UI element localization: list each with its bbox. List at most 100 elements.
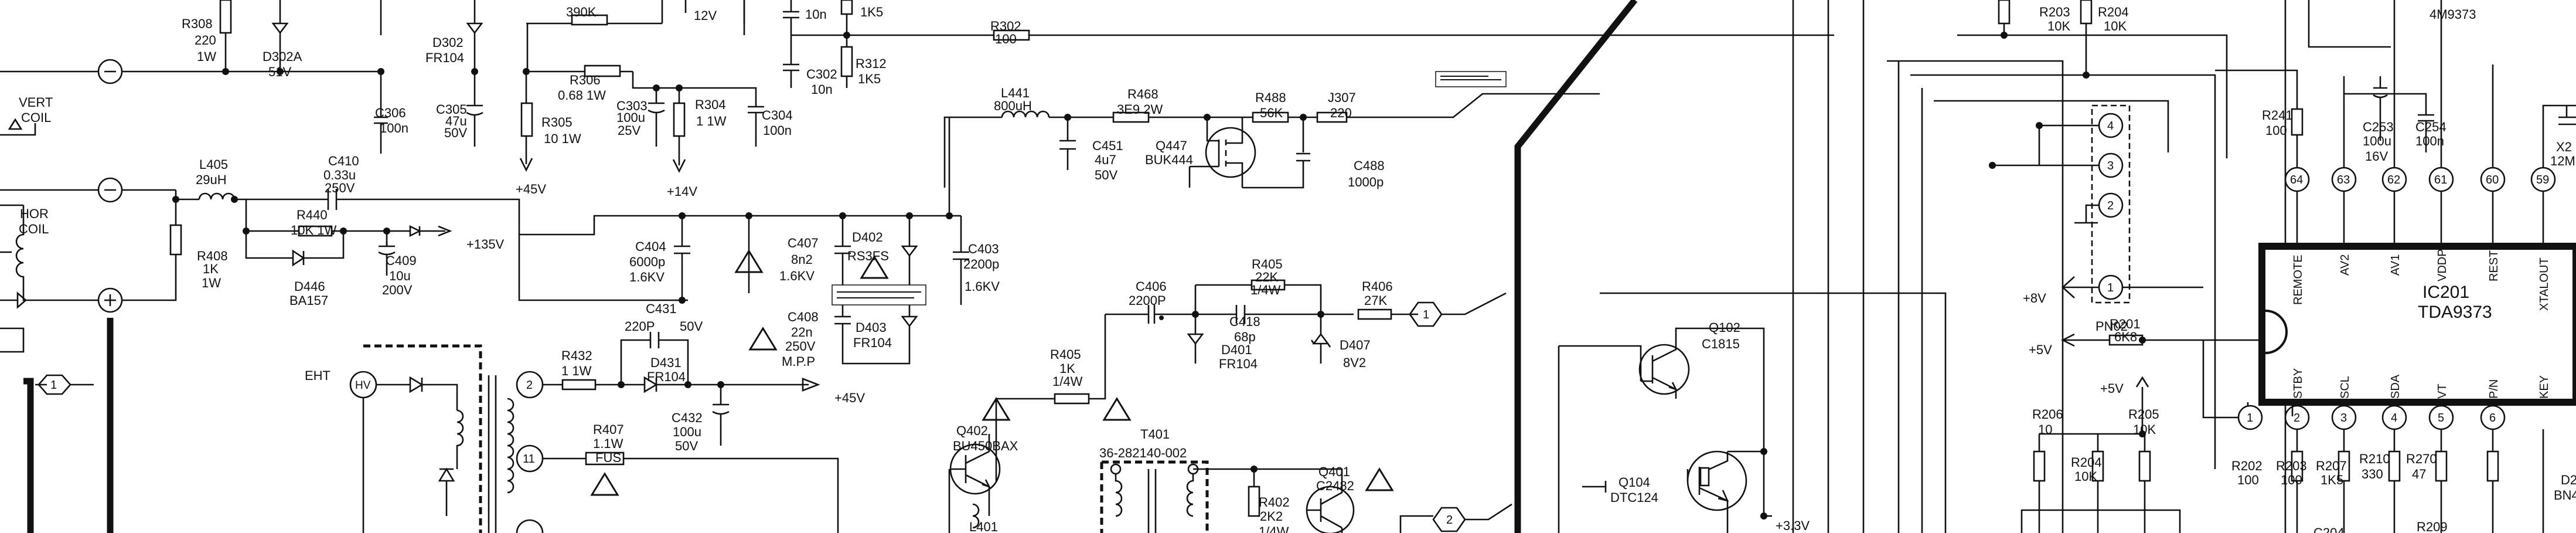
resistor-r207: [2388, 450, 2401, 482]
warning-triangle-icon-6: [1102, 397, 1132, 421]
component-label: 12M: [2550, 154, 2575, 168]
component-label: R405: [1050, 347, 1081, 362]
component-label: 220: [195, 33, 216, 47]
component-label: 0.33u: [323, 168, 356, 182]
component-label: D407: [1340, 338, 1371, 352]
component-label: R406: [1362, 279, 1393, 294]
component-label: 10 1W: [544, 131, 581, 146]
pn02-pin-3: 3: [2107, 159, 2114, 172]
component-label: FUS: [595, 450, 621, 465]
plus45v-arrow-icon: [519, 158, 533, 172]
component-label: 800uH: [994, 99, 1032, 113]
component-label: 1.6KV: [779, 269, 815, 283]
component-label: 10: [2038, 422, 2052, 437]
component-label: 1/4W: [1052, 374, 1083, 389]
t401-primary: [1115, 474, 1123, 517]
component-label: 10K: [2047, 19, 2070, 33]
component-label: VERT: [19, 95, 53, 110]
q104-internal-resistor: [1699, 467, 1710, 487]
plus45v-out-arrow-icon: [802, 378, 820, 392]
component-label: Q104: [1618, 475, 1650, 490]
warning-triangle-icon-7: [1365, 467, 1394, 491]
component-label: R203: [2276, 459, 2307, 473]
component-label: 1.6KV: [629, 270, 665, 284]
component-label: +14V: [667, 184, 697, 199]
component-label: 36-282140-002: [1099, 446, 1187, 460]
svg-text:11: 11: [523, 453, 535, 466]
plus5v-arrow-icon: [2061, 333, 2075, 347]
component-label: 68p: [1234, 330, 1256, 344]
component-label: PN02: [2095, 319, 2128, 334]
component-label: 0.68 1W: [558, 88, 606, 103]
eht-winding: [456, 409, 464, 469]
inductor-l405: [198, 192, 236, 200]
component-label: X2: [2556, 140, 2572, 154]
ic-pin-name-vt: VT: [2436, 383, 2449, 399]
component-label: C418: [1229, 314, 1260, 329]
component-label: 1K5: [858, 72, 881, 86]
transistor-q102: [1638, 344, 1690, 395]
component-label: +3.3V: [1776, 518, 1810, 533]
ic-pin-name-key: KEY: [2538, 375, 2551, 399]
resistor-r270: [2486, 450, 2499, 482]
resistor-j307: [1316, 111, 1348, 123]
t401-dashed-box: [1100, 460, 1209, 533]
component-label: +45V: [834, 391, 865, 405]
zener-c409: [409, 225, 421, 237]
resistor-r406: [1357, 308, 1392, 320]
component-label: 1W: [202, 276, 221, 290]
component-label: 12V: [694, 8, 717, 23]
component-label: L405: [199, 157, 228, 172]
component-label: COIL: [19, 222, 49, 236]
component-label: C410: [328, 154, 359, 168]
component-label: R302: [990, 19, 1021, 33]
eht-section: HV 2 11: [349, 332, 839, 533]
component-label: R308: [182, 16, 213, 31]
component-label: C406: [1136, 279, 1167, 294]
left-input-marker: 1: [23, 374, 94, 533]
component-label: 100: [2265, 123, 2287, 138]
ic-pin-64: 64: [2290, 174, 2303, 186]
component-label: 1K: [1059, 361, 1075, 376]
component-label: R432: [561, 348, 592, 363]
t401-secondary: [1186, 474, 1194, 517]
component-label: J307: [1328, 90, 1356, 105]
ic201-part: TDA9373: [2418, 303, 2492, 322]
ic-pin-name-sda: SDA: [2389, 374, 2402, 399]
resistor-r210: [2435, 450, 2448, 482]
eht-diode: [409, 376, 424, 393]
resistor-r205: [2138, 450, 2151, 482]
component-label: D302: [432, 35, 464, 50]
component-label: R440: [297, 208, 328, 222]
component-label: R405: [1252, 257, 1283, 271]
component-label: 1/4W: [1259, 524, 1289, 533]
component-label: Q401: [1318, 464, 1350, 479]
component-label: 50V: [680, 319, 703, 334]
component-label: 10K: [2074, 469, 2097, 484]
ic-pin-60: 60: [2486, 174, 2499, 186]
ic-pin-2: 2: [2294, 412, 2300, 425]
component-label: 250V: [325, 181, 355, 195]
ic201-body: [2258, 243, 2576, 406]
component-label: 22K: [1255, 270, 1278, 284]
ic-pin-name-remote: REMOTE: [2292, 254, 2305, 305]
component-label: 27K: [1364, 293, 1387, 308]
component-label: 6000p: [629, 254, 665, 269]
warning-triangle-icon-2: [860, 255, 889, 279]
component-label: 390K: [566, 5, 597, 19]
component-label: C403: [968, 242, 999, 256]
ic-pin-name-xtalout: XTALOUT: [2538, 257, 2551, 311]
component-label: C408: [788, 310, 819, 324]
component-label: +5V: [2029, 342, 2052, 357]
component-label: BU450BAX: [953, 439, 1018, 453]
component-label: C254: [2415, 120, 2446, 134]
coil-diode-icon: [16, 291, 27, 309]
component-label: 1W: [197, 49, 216, 64]
component-label: M.P.P: [782, 354, 815, 369]
resistor-r302: [993, 29, 1030, 41]
ic-pin-6: 6: [2489, 412, 2496, 425]
q102-q104-section: [1558, 0, 1947, 533]
component-label: 2200P: [1129, 293, 1166, 308]
component-label: 29uH: [196, 172, 227, 187]
q447-driver-section: [943, 71, 1600, 189]
